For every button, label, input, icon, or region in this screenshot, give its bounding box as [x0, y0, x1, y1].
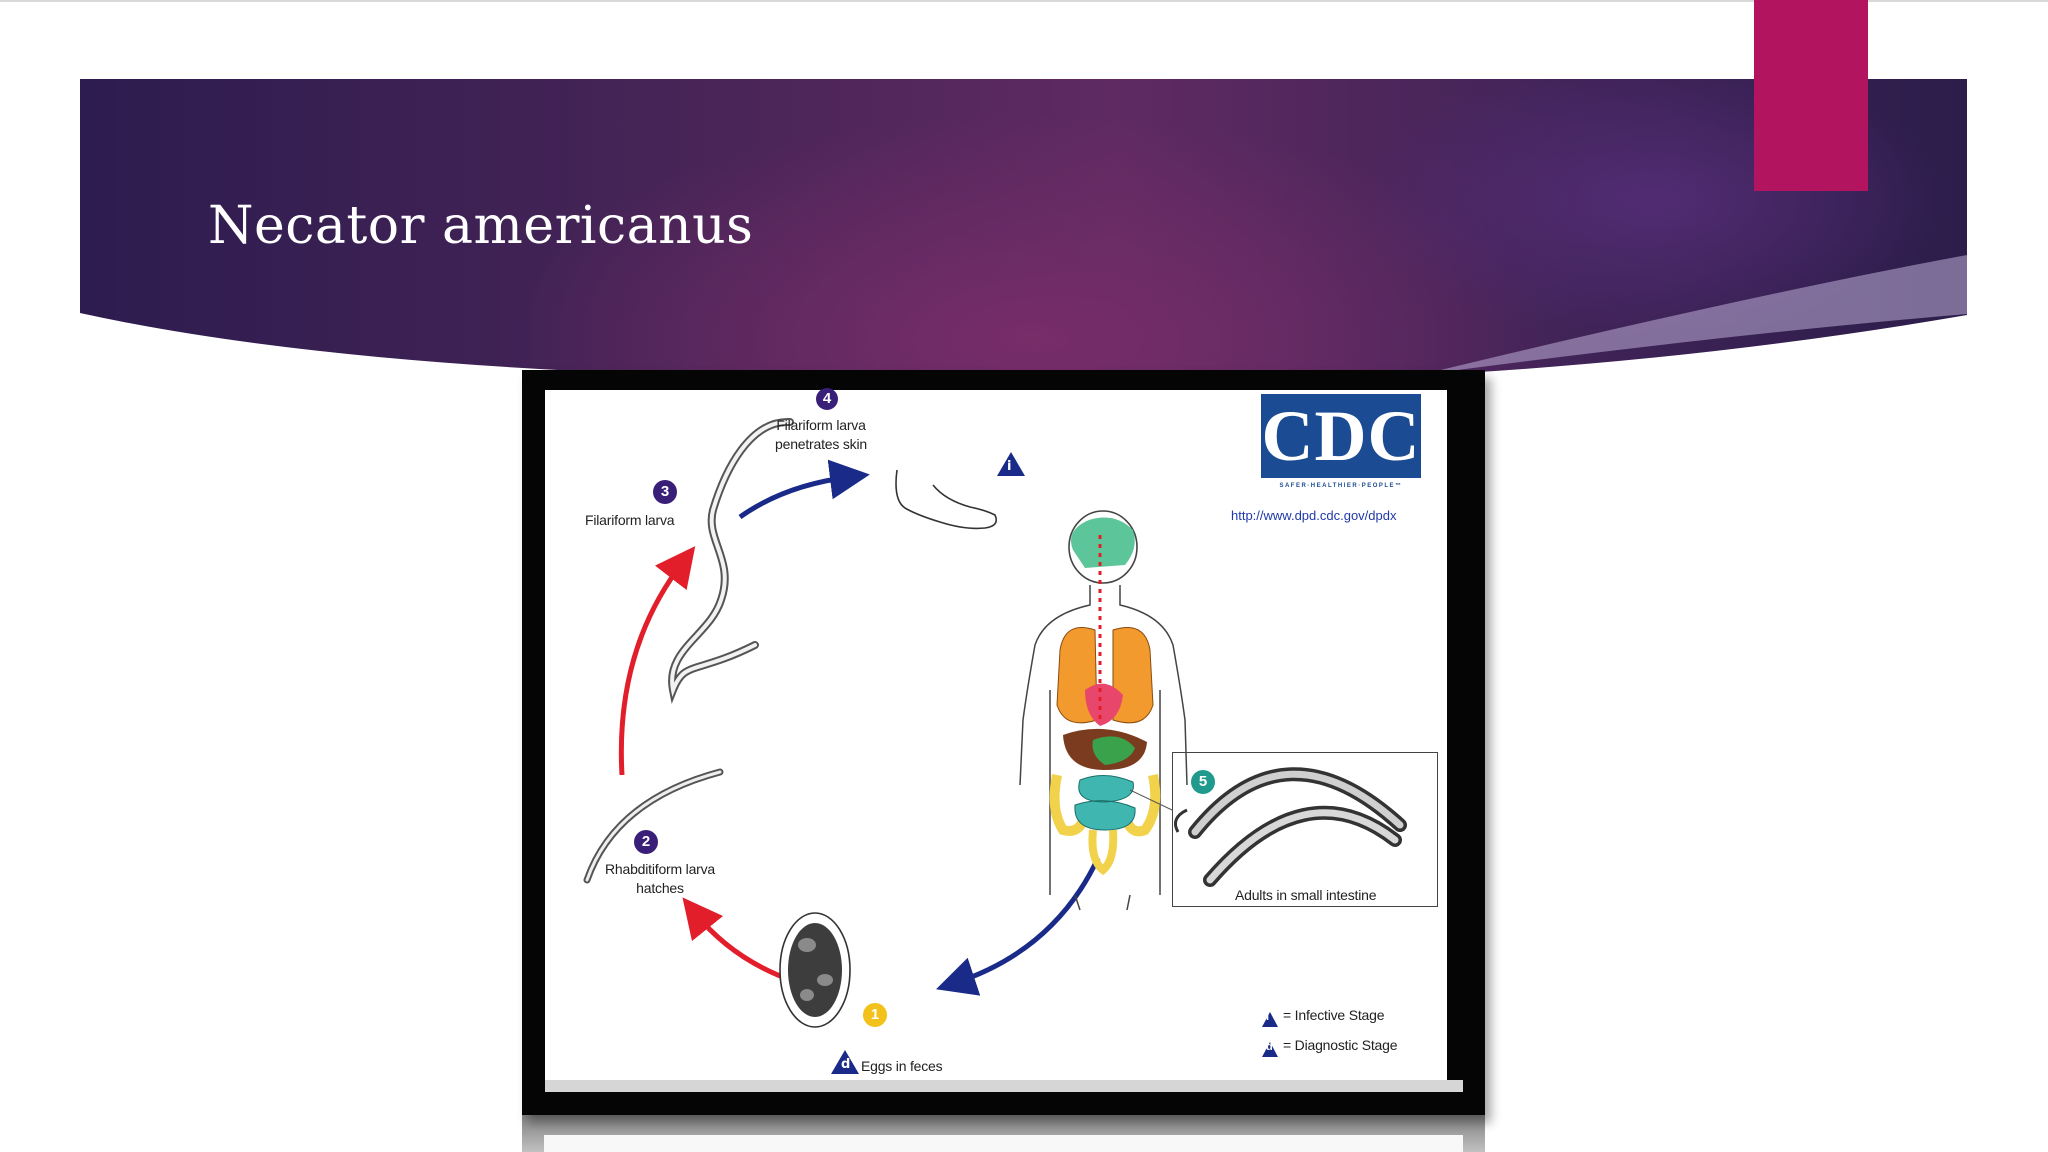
stage-2-label: Rhabditiform larva hatches [580, 860, 740, 898]
accent-tab [1754, 0, 1868, 191]
egg [779, 912, 851, 1028]
legend-diagnostic-symbol: d [1266, 1041, 1273, 1053]
image-edge [545, 1080, 1463, 1092]
legend-diagnostic-text: = Diagnostic Stage [1283, 1037, 1398, 1053]
adults-inset [1172, 752, 1438, 907]
stage-1-badge: 1 [863, 1003, 887, 1027]
stage-2-badge: 2 [634, 830, 658, 854]
legend-diagnostic-triangle [1262, 1042, 1278, 1057]
arrow-3-to-4 [738, 459, 870, 520]
stage-4-label-line1: Filariform larva [776, 417, 866, 433]
infective-stage-marker: i [997, 452, 1025, 476]
legend-infective-text: = Infective Stage [1283, 1007, 1385, 1023]
image-reflection [522, 1115, 1485, 1152]
arrow-2-to-3 [618, 546, 696, 776]
foot [895, 469, 998, 530]
legend-infective-triangle [1262, 1012, 1278, 1027]
lifecycle-artwork [583, 417, 1407, 1057]
inset-pointer [1129, 789, 1173, 811]
cdc-logo: CDC [1261, 394, 1421, 478]
lifecycle-diagram: CDC SAFER·HEALTHIER·PEOPLE™ http://www.d… [545, 388, 1447, 1080]
stage-5-badge: 5 [1191, 770, 1215, 794]
arrow-5-to-1 [936, 856, 1101, 996]
stage-4-badge: 4 [816, 388, 838, 410]
diagnostic-stage-marker: d [831, 1050, 859, 1074]
cdc-url-link[interactable]: http://www.dpd.cdc.gov/dpdx [1231, 508, 1397, 523]
stage-3-badge: 3 [653, 480, 677, 504]
adult-worms [1174, 767, 1407, 887]
top-border [0, 0, 2048, 2]
stage-3-label: Filariform larva [585, 512, 675, 528]
human-figure [1019, 510, 1188, 911]
stage-5-label: Adults in small intestine [1235, 887, 1377, 903]
stage-2-label-line2: hatches [636, 880, 684, 896]
stage-4-label-line2: penetrates skin [775, 436, 867, 452]
legend-infective-symbol: i [1266, 1011, 1269, 1023]
stage-1-label: Eggs in feces [861, 1058, 943, 1074]
cdc-tagline: SAFER·HEALTHIER·PEOPLE™ [1279, 483, 1403, 489]
stage-2-label-line1: Rhabditiform larva [605, 861, 715, 877]
slide-title: Necator americanus [208, 196, 754, 256]
stage-4-label: Filariform larva penetrates skin [751, 416, 891, 454]
